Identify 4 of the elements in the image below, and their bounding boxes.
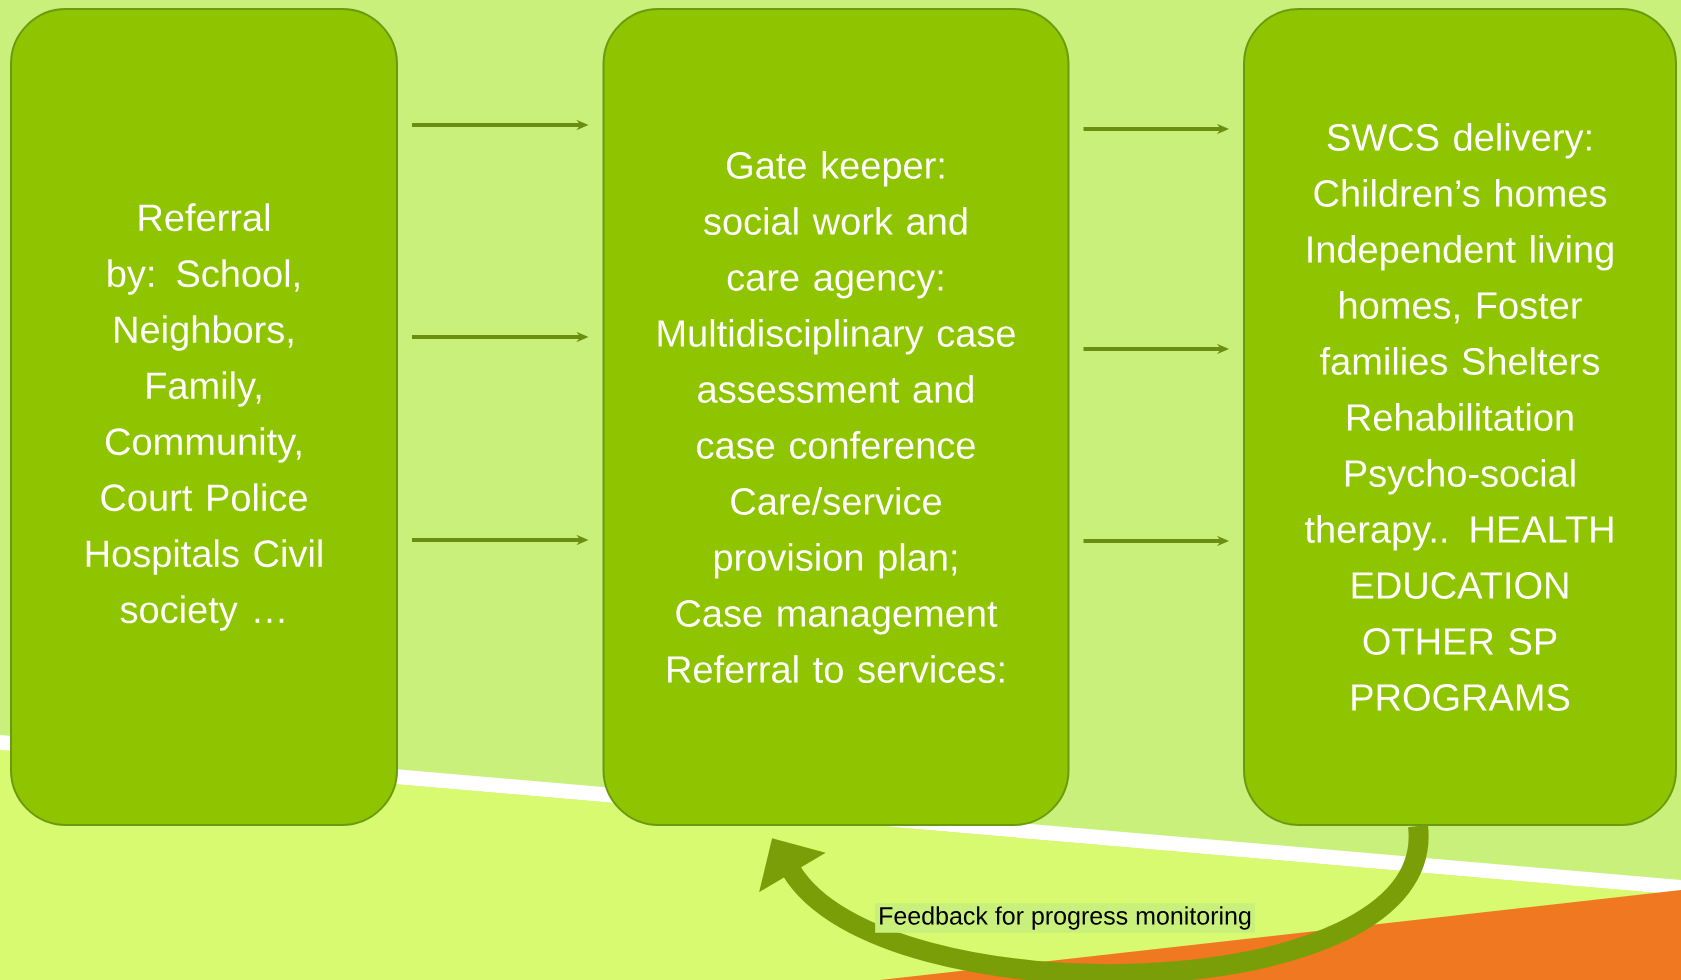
edge-label: Feedback for progress monitoring xyxy=(875,903,1255,933)
process-box: Referral by: School, Neighbors, Family, Community, Court Police Hospitals Civil society … xyxy=(10,8,398,826)
process-box: Gate keeper: social work and care agency: Multidisciplinary case assessment and case conference Care/service provision plan; Case management Referral to services: xyxy=(602,8,1070,826)
process-box: SWCS delivery: Children’s homes Independent living homes, Foster families Shelters Rehabilitation Psycho-social therapy.. HEALTH EDUCATION OTHER SP PROGRAMS xyxy=(1243,8,1677,826)
